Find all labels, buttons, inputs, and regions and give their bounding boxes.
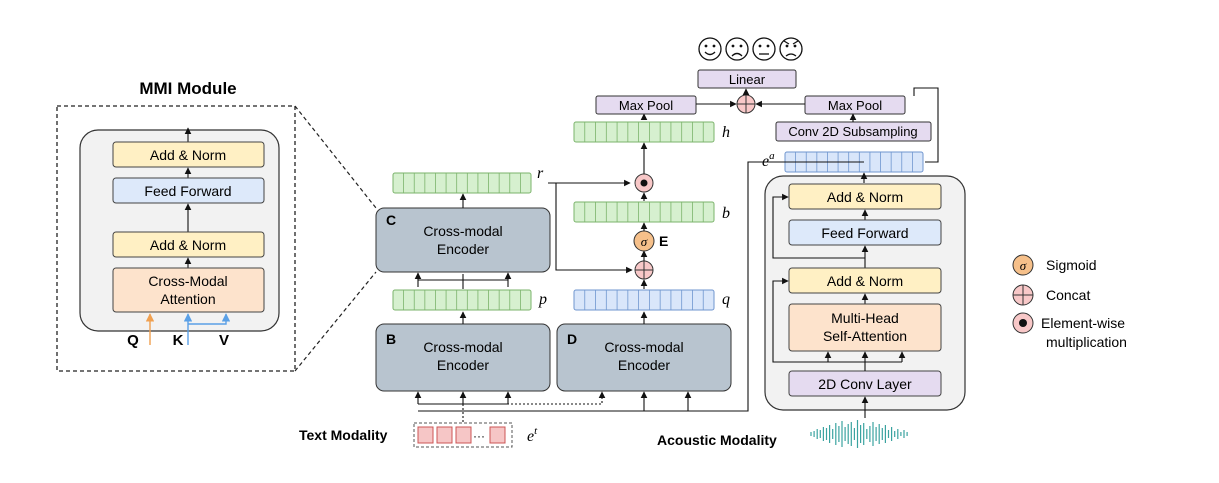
- encoder-c-line1: Cross-modal: [423, 223, 502, 239]
- encoder-b-line2: Encoder: [437, 357, 489, 373]
- legend-sigmoid-icon: [1012, 254, 1034, 276]
- mmi-add-norm-bottom: [112, 231, 265, 258]
- mmi-cross-modal-attention: [112, 267, 265, 313]
- text-token-cell: [417, 426, 434, 444]
- feature-bar-h: [573, 121, 715, 143]
- encoder-c: [375, 207, 551, 273]
- neutral-face-icon: [752, 37, 776, 61]
- encoder-c-tag: C: [386, 212, 396, 228]
- emotion-faces: [698, 37, 803, 61]
- linear-label: Linear: [729, 72, 766, 87]
- feature-bar-b: [573, 201, 715, 223]
- feature-bar-p: [392, 289, 532, 311]
- encoder-b-tag: B: [386, 331, 396, 347]
- feature-bar-r: [392, 172, 532, 194]
- audio-feature-route: [418, 161, 864, 412]
- gate-e-label: E: [659, 233, 668, 249]
- sad-face-icon: [725, 37, 749, 61]
- linear-box: [697, 69, 797, 89]
- audio-2d-conv-label: 2D Conv Layer: [818, 376, 912, 392]
- audio-feed-forward: [788, 219, 942, 246]
- mmi-attention-label-line2: Attention: [160, 291, 215, 307]
- max-pool-left: [595, 95, 697, 115]
- label-h: h: [722, 124, 730, 141]
- label-b: b: [722, 205, 730, 222]
- feature-bar-q: [573, 289, 715, 311]
- acoustic-modality-label: Acoustic Modality: [657, 432, 777, 448]
- p-split-connector: [417, 279, 509, 287]
- mmi-title: MMI Module: [139, 79, 236, 98]
- label-r: r: [537, 165, 544, 182]
- happy-face-icon: [698, 37, 722, 61]
- v-input-arrow: [188, 313, 231, 325]
- label-ea: ea: [762, 150, 775, 170]
- audio-residual-1: [772, 277, 865, 363]
- audio-add-norm-top-label: Add & Norm: [827, 189, 903, 205]
- mmi-dashed-frame: [56, 105, 296, 372]
- arrow-r-to-concat: [555, 183, 633, 274]
- arrow-ea-to-maxpool-route: [913, 87, 939, 163]
- mmi-attention-label-line1: Cross-Modal: [148, 273, 227, 289]
- encoder-b-line1: Cross-modal: [423, 339, 502, 355]
- arrow-text-to-d-dotted: [463, 391, 606, 405]
- label-q: q: [722, 291, 730, 308]
- audio-add-norm-bottom-label: Add & Norm: [827, 273, 903, 289]
- audio-add-norm-bottom: [788, 267, 942, 294]
- audio-residual-2: [772, 193, 865, 259]
- audio-feed-forward-label: Feed Forward: [821, 225, 908, 241]
- label-et: et: [527, 425, 538, 445]
- angry-face-icon: [779, 37, 803, 61]
- mmi-feed-forward: [112, 177, 265, 204]
- audio-add-norm-top: [788, 183, 942, 210]
- audio-mhsa-line2: Self-Attention: [823, 328, 907, 344]
- encoder-c-line2: Encoder: [437, 241, 489, 257]
- text-token-container: [413, 422, 513, 448]
- text-token-cell: [489, 426, 506, 444]
- acoustic-waveform: [810, 420, 908, 448]
- zoom-line-bottom: [294, 271, 377, 372]
- encoder-d-line2: Encoder: [618, 357, 670, 373]
- token-ellipsis: ···: [473, 429, 485, 443]
- max-pool-right-label: Max Pool: [828, 98, 882, 113]
- zoom-line-top: [294, 105, 377, 209]
- mmi-add-norm-bottom-label: Add & Norm: [150, 237, 226, 253]
- label-p: p: [538, 291, 547, 308]
- legend-concat-label: Concat: [1046, 287, 1090, 303]
- encoder-d-tag: D: [567, 331, 577, 347]
- text-token-cell: [455, 426, 472, 444]
- mmi-feed-forward-label: Feed Forward: [144, 183, 231, 199]
- text-modality-label: Text Modality: [299, 427, 388, 443]
- svg-text:σ: σ: [1020, 258, 1027, 273]
- text-token-cell: [436, 426, 453, 444]
- mmi-add-norm-top-label: Add & Norm: [150, 147, 226, 163]
- text-tokens: ···: [417, 426, 506, 444]
- conv2d-subsampling-label: Conv 2D Subsampling: [788, 124, 917, 139]
- q-label: Q: [127, 332, 139, 349]
- max-pool-left-label: Max Pool: [619, 98, 673, 113]
- legend-elementwise-line2: multiplication: [1046, 334, 1127, 350]
- audio-mhsa-line1: Multi-Head: [831, 310, 899, 326]
- audio-multihead-self-attention: [788, 303, 942, 352]
- k-label: K: [173, 332, 184, 349]
- mmi-add-norm-top: [112, 141, 265, 168]
- encoder-d-line1: Cross-modal: [604, 339, 683, 355]
- sigmoid-symbol: σ: [641, 234, 648, 249]
- legend-elementwise-line1: Element-wise: [1041, 315, 1125, 331]
- legend-sigmoid-label: Sigmoid: [1046, 257, 1097, 273]
- v-label: V: [219, 332, 229, 349]
